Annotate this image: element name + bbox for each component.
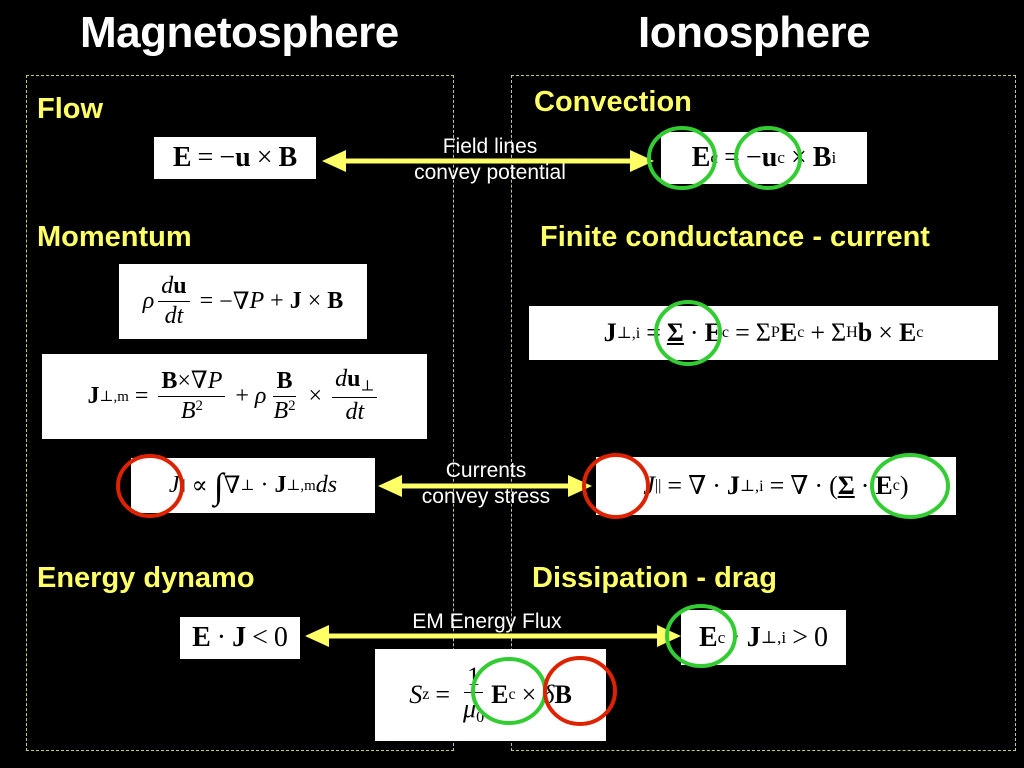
currents-line1: Currents [445,459,527,482]
flow-equation: E=−u×B [154,137,316,179]
em-energy-flux-label: EM Energy Flux [412,610,562,633]
dissipation-label: Dissipation - drag [532,562,777,594]
energy-dynamo-label: Energy dynamo [37,562,255,594]
currents-line2: convey stress [421,485,551,509]
ionosphere-panel [511,75,1016,751]
finite-conductance-label: Finite conductance - current [540,221,930,253]
field-lines-label: Field lines convey potential [380,134,600,187]
field-lines-line1: Field lines [442,135,538,158]
field-lines-line2: convey potential [414,161,566,185]
convection-label: Convection [534,86,692,118]
magnetosphere-panel [26,75,454,751]
momentum-label: Momentum [37,221,192,253]
ionosphere-heading: Ionosphere [638,8,871,57]
energy-equation: E·J<0 [180,617,300,659]
flow-label: Flow [37,93,104,125]
currents-label: Currents convey stress [376,458,596,511]
magnetosphere-heading: Magnetosphere [80,8,399,57]
